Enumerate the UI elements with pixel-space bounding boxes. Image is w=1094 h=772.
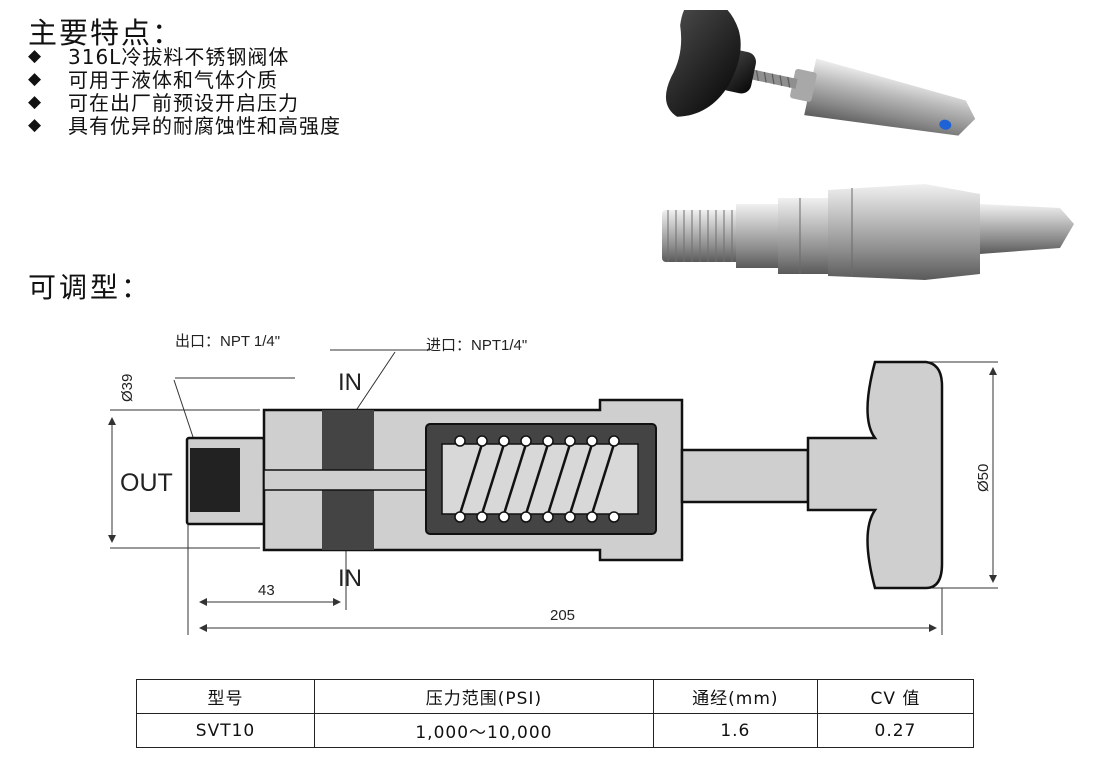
header-cell: CV 值 bbox=[816, 679, 975, 714]
feature-text: 具有优异的耐腐蚀性和高强度 bbox=[68, 114, 341, 138]
diamond-bullet-icon: ◆ bbox=[28, 114, 43, 135]
diamond-bullet-icon: ◆ bbox=[28, 91, 43, 112]
feature-item: ◆ 具有优异的耐腐蚀性和高强度 bbox=[28, 113, 341, 138]
in-label-bottom: IN bbox=[338, 565, 362, 592]
cell-bore: 1.6 bbox=[652, 713, 818, 748]
dim-43-label: 43 bbox=[258, 582, 275, 599]
in-label-top: IN bbox=[338, 369, 362, 396]
spring-icon bbox=[458, 443, 616, 515]
dim-205-label: 205 bbox=[550, 607, 575, 624]
feature-text: 可在出厂前预设开启压力 bbox=[68, 91, 299, 115]
out-label: OUT bbox=[120, 469, 173, 497]
valve-photo-knob bbox=[665, 10, 976, 136]
diamond-bullet-icon: ◆ bbox=[28, 45, 43, 66]
spec-table: 型号 压力范围(PSI) 通经(mm) CV 值 SVT10 1,000～10,… bbox=[135, 679, 975, 748]
valve-technical-drawing: 出口：NPT 1/4" 进口：NPT1/4" IN IN OUT Ø39 Ø50… bbox=[108, 333, 998, 635]
feature-item: ◆ 316L冷拔料不锈钢阀体 bbox=[28, 44, 341, 69]
dia-39-label: Ø39 bbox=[119, 374, 136, 402]
dia-50-label: Ø50 bbox=[975, 464, 992, 492]
feature-item: ◆ 可用于液体和气体介质 bbox=[28, 67, 341, 92]
table-header-row: 型号 压力范围(PSI) 通经(mm) CV 值 bbox=[135, 679, 975, 714]
cell-cv: 0.27 bbox=[816, 713, 975, 748]
inlet-label: 进口：NPT1/4" bbox=[426, 337, 527, 354]
section-title: 可调型： bbox=[28, 271, 153, 304]
table-row: SVT10 1,000～10,000 1.6 0.27 bbox=[135, 713, 975, 748]
feature-text: 316L冷拔料不锈钢阀体 bbox=[68, 45, 290, 69]
cell-model: SVT10 bbox=[135, 713, 316, 748]
cell-pressure: 1,000～10,000 bbox=[314, 713, 654, 748]
header-cell: 通经(mm) bbox=[652, 679, 818, 714]
feature-text: 可用于液体和气体介质 bbox=[68, 68, 278, 92]
feature-list: ◆ 316L冷拔料不锈钢阀体 ◆ 可用于液体和气体介质 ◆ 可在出厂前预设开启压力 ◆… bbox=[28, 44, 341, 138]
header-cell: 型号 bbox=[135, 679, 316, 714]
diamond-bullet-icon: ◆ bbox=[28, 68, 43, 89]
features-title: 主要特点： bbox=[28, 16, 184, 50]
feature-item: ◆ 可在出厂前预设开启压力 bbox=[28, 90, 341, 115]
valve-photo-side bbox=[662, 184, 1074, 280]
header-cell: 压力范围(PSI) bbox=[314, 679, 654, 714]
outlet-label: 出口：NPT 1/4" bbox=[175, 333, 280, 350]
